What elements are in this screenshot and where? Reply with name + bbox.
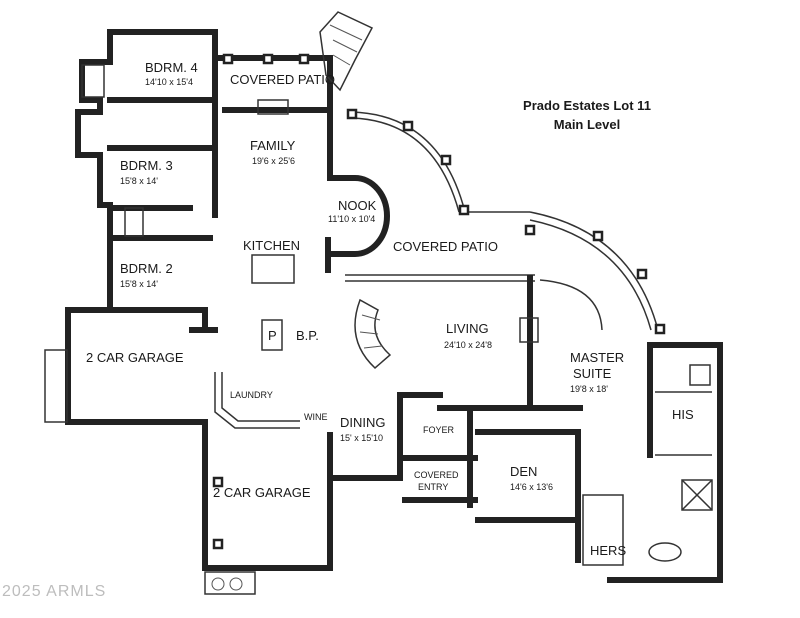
room-living-size: 24'10 x 24'8: [444, 340, 492, 350]
room-bdrm2-name: BDRM. 2: [120, 261, 173, 276]
room-dining-size: 15' x 15'10: [340, 433, 383, 443]
room-covered-patio-name: COVERED PATIO: [393, 239, 498, 254]
room-family-name: FAMILY: [250, 138, 296, 153]
room-bdrm2-size: 15'8 x 14': [120, 279, 158, 289]
room-master-name2: SUITE: [573, 366, 612, 381]
room-nook-size: 11'10 x 10'4: [328, 214, 375, 224]
patio-columns: [212, 53, 666, 550]
room-wine-name: WINE: [304, 412, 328, 422]
room-bdrm3-name: BDRM. 3: [120, 158, 173, 173]
walls: [65, 29, 723, 583]
patio-outline: [319, 11, 659, 370]
room-den-size: 14'6 x 13'6: [510, 482, 553, 492]
room-foyer-name: FOYER: [423, 425, 455, 435]
plan-subtitle: Main Level: [554, 117, 620, 132]
room-bdrm4-size: 14'10 x 15'4: [145, 77, 193, 87]
room-pantry-name: P: [268, 328, 277, 343]
room-living-name: LIVING: [446, 321, 489, 336]
room-garage2-name: 2 CAR GARAGE: [213, 485, 311, 500]
room-master-size: 19'8 x 18': [570, 384, 608, 394]
room-nook-name: NOOK: [338, 198, 377, 213]
room-covered-entry-name: COVERED: [414, 470, 459, 480]
room-bdrm3-size: 15'8 x 14': [120, 176, 158, 186]
room-kitchen-name: KITCHEN: [243, 238, 300, 253]
room-dining-name: DINING: [340, 415, 386, 430]
room-garage1-name: 2 CAR GARAGE: [86, 350, 184, 365]
room-covered-patio-top-name: COVERED PATIO: [230, 72, 335, 87]
room-den-name: DEN: [510, 464, 537, 479]
room-hers-name: HERS: [590, 543, 626, 558]
fixtures: [44, 64, 713, 595]
room-bdrm4-name: BDRM. 4: [145, 60, 198, 75]
plan-title: Prado Estates Lot 11: [523, 98, 651, 113]
room-his-name: HIS: [672, 407, 694, 422]
watermark: 2025 ARMLS: [2, 583, 106, 600]
room-laundry-name: LAUNDRY: [230, 390, 273, 400]
room-bp-name: B.P.: [296, 328, 319, 343]
room-family-size: 19'6 x 25'6: [252, 156, 295, 166]
room-covered-entry-name2: ENTRY: [418, 482, 448, 492]
room-master-name: MASTER: [570, 350, 624, 365]
